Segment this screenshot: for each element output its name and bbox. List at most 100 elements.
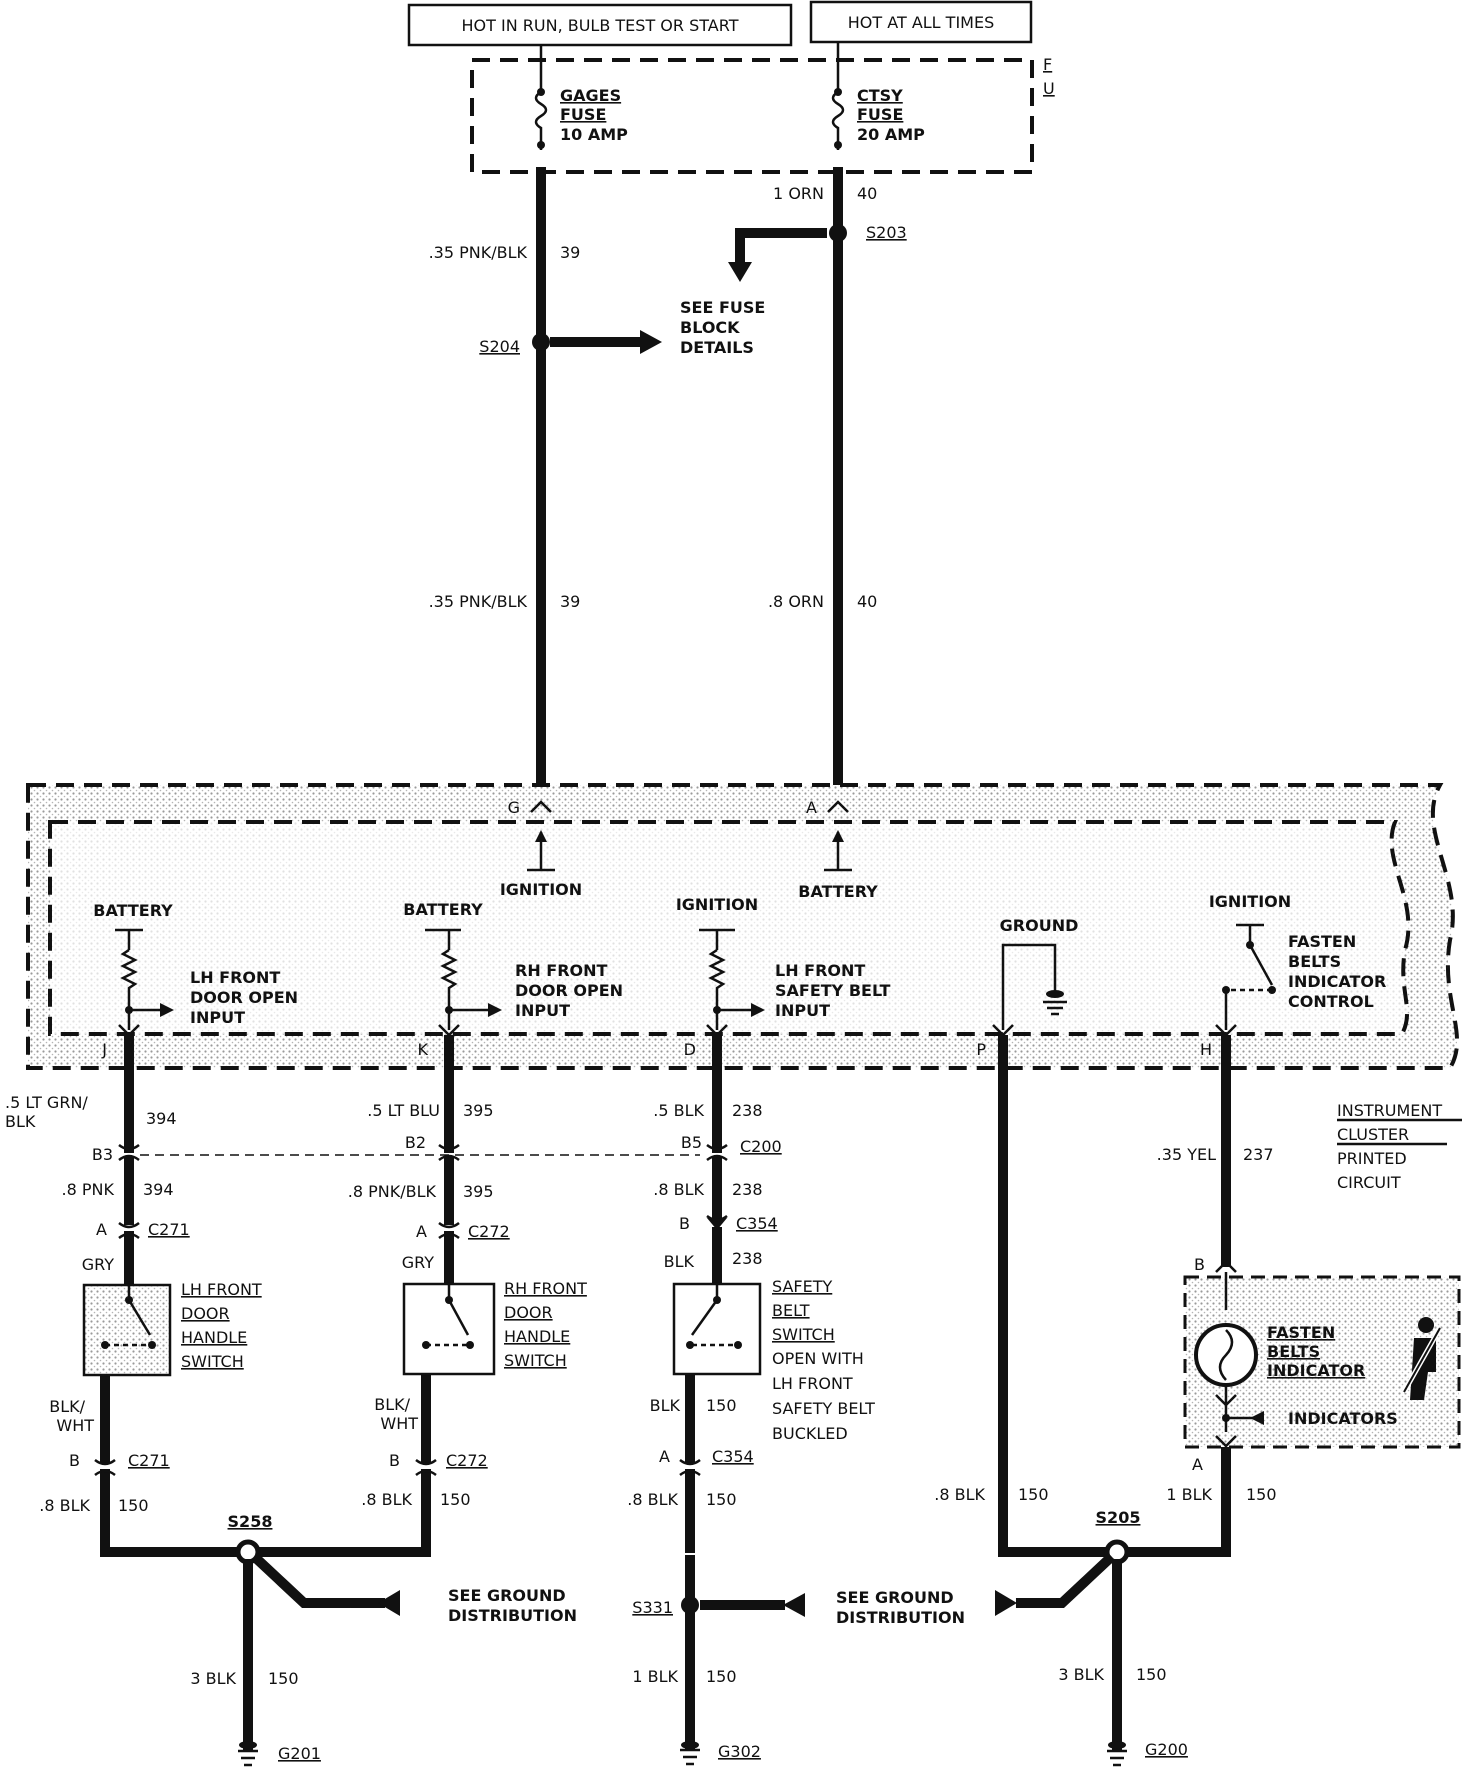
svg-text:S205: S205: [1096, 1508, 1141, 1527]
svg-text:WHT: WHT: [380, 1414, 418, 1433]
svg-text:40: 40: [857, 184, 877, 203]
cluster-ground: GROUND: [1000, 916, 1079, 1030]
svg-text:394: 394: [143, 1180, 174, 1199]
gages-fuse: GAGES FUSE 10 AMP: [534, 60, 628, 150]
see-fuse-block-details: SEE FUSE BLOCK DETAILS: [680, 298, 765, 357]
svg-text:U: U: [1043, 79, 1055, 98]
svg-text:BLK: BLK: [664, 1252, 695, 1271]
svg-text:.35 YEL: .35 YEL: [1157, 1145, 1216, 1164]
seat-belt-icon: [1401, 1317, 1443, 1400]
svg-text:SEE GROUND: SEE GROUND: [448, 1586, 566, 1605]
svg-text:150: 150: [1018, 1485, 1049, 1504]
svg-text:A: A: [659, 1447, 670, 1466]
svg-text:G201: G201: [278, 1744, 321, 1763]
svg-text:3 BLK: 3 BLK: [190, 1669, 236, 1688]
svg-text:B: B: [679, 1214, 690, 1233]
svg-text:39: 39: [560, 243, 580, 262]
lh-door-open-circuit: BATTERY LH FRONT DOOR OPEN INPUT: [93, 901, 298, 1030]
svg-text:OPEN WITH: OPEN WITH: [772, 1349, 864, 1368]
ground-g201: G201: [238, 1741, 321, 1767]
svg-text:HANDLE: HANDLE: [181, 1328, 247, 1347]
svg-text:150: 150: [1246, 1485, 1277, 1504]
column-h-wiring: .35 YEL 237 B A 1 BLK 150: [1157, 1035, 1277, 1553]
svg-text:150: 150: [706, 1667, 737, 1686]
svg-text:.5 BLK: .5 BLK: [653, 1101, 704, 1120]
splice-s204: S204: [479, 330, 662, 356]
svg-text:B3: B3: [92, 1145, 113, 1164]
svg-text:INDICATORS: INDICATORS: [1288, 1409, 1398, 1428]
svg-text:10 AMP: 10 AMP: [560, 125, 628, 144]
svg-text:.35 PNK/BLK: .35 PNK/BLK: [429, 243, 528, 262]
svg-text:BATTERY: BATTERY: [798, 882, 878, 901]
svg-text:237: 237: [1243, 1145, 1274, 1164]
svg-text:CTSY: CTSY: [857, 86, 903, 105]
svg-text:INDICATOR: INDICATOR: [1267, 1361, 1365, 1380]
svg-text:BELTS: BELTS: [1267, 1342, 1320, 1361]
instrument-cluster: INSTRUMENT CLUSTER PRINTED CIRCUIT: [26, 783, 1462, 1192]
rh-door-open-circuit: BATTERY RH FRONT DOOR OPEN INPUT: [403, 900, 623, 1030]
svg-text:INPUT: INPUT: [190, 1008, 245, 1027]
svg-text:K: K: [418, 1040, 429, 1059]
svg-text:FASTEN: FASTEN: [1288, 932, 1356, 951]
svg-text:BLOCK: BLOCK: [680, 318, 740, 337]
svg-text:RH FRONT: RH FRONT: [504, 1279, 587, 1298]
svg-text:LH FRONT: LH FRONT: [181, 1280, 262, 1299]
svg-text:A: A: [1192, 1455, 1203, 1474]
svg-text:LH FRONT: LH FRONT: [190, 968, 280, 987]
safety-belt-input-circuit: IGNITION LH FRONT SAFETY BELT INPUT: [676, 895, 891, 1030]
svg-text:F: F: [1043, 55, 1052, 74]
svg-text:.8 BLK: .8 BLK: [361, 1490, 412, 1509]
svg-text:20 AMP: 20 AMP: [857, 125, 925, 144]
svg-text:238: 238: [732, 1101, 763, 1120]
svg-text:HANDLE: HANDLE: [504, 1327, 570, 1346]
svg-text:C272: C272: [446, 1451, 488, 1470]
svg-text:150: 150: [268, 1669, 299, 1688]
svg-text:B2: B2: [405, 1133, 426, 1152]
splice-s205: S205 3 BLK 150: [995, 1508, 1231, 1750]
svg-text:.8 BLK: .8 BLK: [627, 1490, 678, 1509]
svg-text:D: D: [684, 1040, 696, 1059]
svg-text:C271: C271: [128, 1451, 170, 1470]
ground-g302: G302: [680, 1741, 761, 1766]
pin-a-battery: A BATTERY: [798, 798, 878, 901]
svg-text:150: 150: [440, 1490, 471, 1509]
svg-text:CONTROL: CONTROL: [1288, 992, 1374, 1011]
column-j-wiring: .5 LT GRN/ BLK 394 B3 .8 PNK 394 A C271 …: [5, 1035, 190, 1553]
svg-text:C271: C271: [148, 1220, 190, 1239]
svg-text:40: 40: [857, 592, 877, 611]
svg-text:SEE FUSE: SEE FUSE: [680, 298, 765, 317]
svg-text:DISTRIBUTION: DISTRIBUTION: [448, 1606, 577, 1625]
svg-text:B: B: [389, 1451, 400, 1470]
svg-text:GRY: GRY: [82, 1255, 114, 1274]
svg-text:CIRCUIT: CIRCUIT: [1337, 1173, 1401, 1192]
svg-text:SWITCH: SWITCH: [504, 1351, 567, 1370]
fuse-block: F U: [470, 55, 1055, 174]
svg-text:INDICATOR: INDICATOR: [1288, 972, 1386, 991]
column-k-wiring: .5 LT BLU 395 B2 .8 PNK/BLK 395 A C272 G…: [348, 1035, 510, 1553]
svg-text:394: 394: [146, 1109, 177, 1128]
svg-text:PRINTED: PRINTED: [1337, 1149, 1407, 1168]
svg-text:A: A: [806, 798, 817, 817]
svg-text:G200: G200: [1145, 1740, 1188, 1759]
svg-text:C272: C272: [468, 1222, 510, 1241]
hot-in-run-box: HOT IN RUN, BULB TEST OR START: [407, 3, 793, 47]
svg-text:CLUSTER: CLUSTER: [1337, 1125, 1409, 1144]
svg-text:.8 PNK: .8 PNK: [62, 1180, 115, 1199]
svg-text:BLK/: BLK/: [374, 1395, 410, 1414]
svg-text:BLK: BLK: [5, 1112, 36, 1131]
svg-text:INPUT: INPUT: [515, 1001, 570, 1020]
svg-text:3 BLK: 3 BLK: [1058, 1665, 1104, 1684]
svg-text:DOOR: DOOR: [504, 1303, 553, 1322]
svg-text:BLK/: BLK/: [49, 1397, 85, 1416]
ctsy-fuse: CTSY FUSE 20 AMP: [831, 42, 925, 150]
column-d-wiring: .5 BLK 238 B5 C200 .8 BLK 238 B C354 BLK…: [627, 1035, 782, 1750]
svg-text:238: 238: [732, 1249, 763, 1268]
svg-text:G: G: [508, 798, 520, 817]
safety-belt-switch: SAFETY BELT SWITCH OPEN WITH LH FRONT SA…: [672, 1277, 875, 1443]
svg-text:GROUND: GROUND: [1000, 916, 1079, 935]
svg-text:.8 BLK: .8 BLK: [39, 1496, 90, 1515]
svg-text:DOOR: DOOR: [181, 1304, 230, 1323]
column-p-wiring: .8 BLK 150: [934, 1035, 1049, 1553]
svg-text:RH FRONT: RH FRONT: [515, 961, 608, 980]
svg-text:SWITCH: SWITCH: [772, 1325, 835, 1344]
